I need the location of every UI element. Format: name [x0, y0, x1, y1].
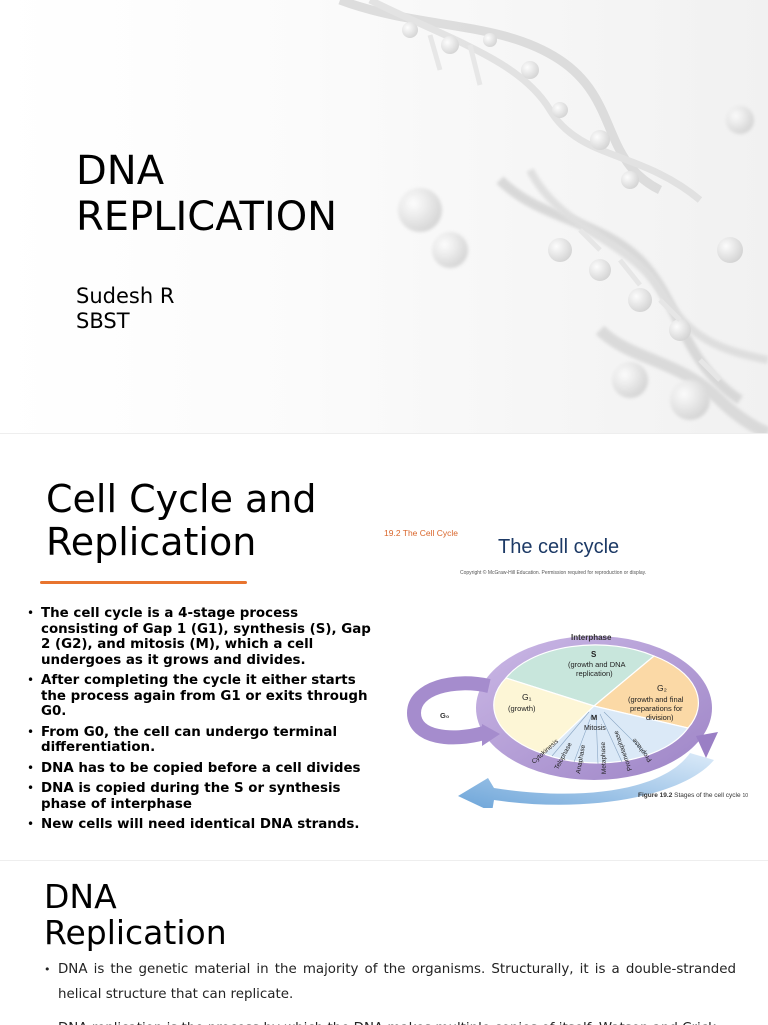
mitosis-segment: [542, 705, 690, 764]
heading-line-2: Replication: [46, 520, 257, 564]
bullet-list: The cell cycle is a 4-stage process cons…: [24, 606, 376, 838]
cell-division-arrow: [458, 753, 714, 808]
slide-heading: DNA Replication: [44, 879, 227, 951]
slide-heading: Cell Cycle and Replication: [46, 478, 317, 564]
g0-arrowhead: [482, 724, 500, 746]
author-name: Sudesh R: [76, 284, 175, 308]
g2-desc-3: division): [646, 713, 674, 722]
figure-caption: Figure 19.2 Stages of the cell cycle 10: [638, 792, 748, 799]
s-phase-segment: [504, 644, 656, 707]
g2-desc-1: (growth and final: [628, 695, 684, 704]
slide-dna-replication: DNA Replication DNA is the genetic mater…: [0, 860, 768, 1025]
bullet-item: DNA replication is the process by which …: [42, 1016, 736, 1025]
g2-phase-segment: [592, 655, 699, 729]
dna-helix-background-image: [338, 0, 768, 433]
heading-line-1: Cell Cycle and: [46, 477, 317, 521]
figure-caption-number: Figure 19.2: [638, 792, 673, 799]
interphase-arrowhead: [696, 732, 718, 758]
g0-loop-arrow: [406, 676, 491, 745]
bullet-item: DNA is copied during the S or synthesis …: [24, 781, 376, 812]
cell-cycle-figure: Interphase S (growth and DNA replication…: [384, 528, 754, 808]
title-line-1: DNA: [76, 148, 165, 194]
slide-title: DNA REPLICATION Sudesh R SBST: [0, 0, 768, 433]
figure-page-number: 10: [742, 793, 748, 799]
s-phase-desc-1: (growth and DNA: [568, 660, 626, 669]
bullet-item: New cells will need identical DNA strand…: [24, 817, 376, 833]
m-phase-label: M: [591, 713, 597, 722]
bullet-item: After completing the cycle it either sta…: [24, 673, 376, 720]
figure-caption-text: Stages of the cell cycle: [674, 792, 741, 799]
g2-label: G₂: [657, 683, 667, 693]
bullet-item: The cell cycle is a 4-stage process cons…: [24, 606, 376, 668]
cell-cycle-diagram: Interphase S (growth and DNA replication…: [406, 633, 718, 808]
heading-line-2: Replication: [44, 913, 227, 952]
figure-title: The cell cycle: [498, 536, 620, 558]
heading-line-1: DNA: [44, 877, 117, 916]
figure-copyright: Copyright © McGraw-Hill Education. Permi…: [460, 570, 647, 576]
author-org: SBST: [76, 309, 130, 333]
g1-label: G₁: [522, 692, 532, 702]
bullet-item: From G0, the cell can undergo terminal d…: [24, 725, 376, 756]
s-phase-label: S: [591, 650, 597, 659]
stage-metaphase: Metaphase: [600, 741, 608, 774]
mitosis-label: Mitosis: [584, 725, 606, 732]
g0-label: G₀: [440, 711, 449, 720]
bullet-list: DNA is the genetic material in the major…: [42, 957, 736, 1025]
mitosis-dividers: [551, 711, 647, 765]
author-block: Sudesh R SBST: [76, 284, 174, 334]
interphase-label: Interphase: [571, 633, 612, 642]
bullet-item: DNA is the genetic material in the major…: [42, 957, 736, 1007]
bullet-item: DNA has to be copied before a cell divid…: [24, 761, 376, 777]
g1-phase-segment: [493, 677, 596, 755]
slide-title-heading: DNA REPLICATION: [76, 148, 337, 240]
accent-divider: [40, 581, 247, 584]
s-phase-desc-2: replication): [576, 669, 613, 678]
g1-desc: (growth): [508, 704, 536, 713]
g2-desc-2: preparations for: [630, 704, 683, 713]
figure-section-label: 19.2 The Cell Cycle: [384, 528, 459, 538]
title-line-2: REPLICATION: [76, 194, 338, 240]
slide-cell-cycle: Cell Cycle and Replication The cell cycl…: [0, 433, 768, 861]
